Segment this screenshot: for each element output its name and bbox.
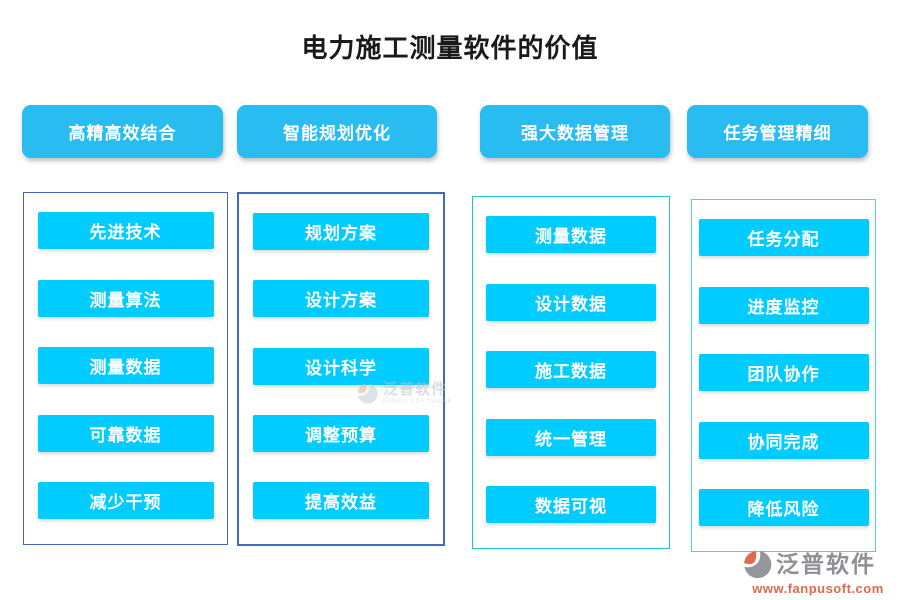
item-bar: 先进技术 (37, 212, 214, 249)
footer-website-link[interactable]: www.fanpusoft.com (752, 581, 884, 596)
column-header-task: 任务管理精细 (687, 105, 868, 158)
watermark-text: 泛普软件 FANPU SOFTWARE (383, 382, 452, 405)
watermark-subtitle: FANPU SOFTWARE (383, 399, 453, 405)
item-bar: 降低风险 (698, 489, 869, 526)
column-header-data: 强大数据管理 (480, 105, 670, 158)
item-bar: 测量数据 (486, 216, 656, 253)
item-bar: 进度监控 (698, 286, 869, 324)
column-box-task: 任务分配 进度监控 团队协作 协同完成 降低风险 (691, 199, 876, 552)
item-bar: 测量数据 (37, 347, 214, 384)
item-bar: 设计数据 (486, 283, 656, 321)
page-title: 电力施工测量软件的价值 (301, 33, 599, 63)
item-bar: 减少干预 (37, 482, 214, 519)
item-bar: 设计方案 (253, 280, 429, 318)
fanpu-logo-icon (744, 551, 772, 579)
item-bar: 规划方案 (253, 213, 429, 250)
column-box-precision: 先进技术 测量算法 测量数据 可靠数据 减少干预 (23, 192, 228, 545)
item-bar: 设计科学 (253, 347, 429, 385)
item-bar: 提高效益 (253, 482, 429, 519)
watermark-logo: 泛普软件 FANPU SOFTWARE (356, 382, 452, 405)
column-header-precision: 高精高效结合 (22, 105, 223, 158)
item-bar: 调整预算 (253, 414, 429, 452)
item-bar: 任务分配 (698, 219, 869, 256)
footer-brand-name: 泛普软件 (776, 550, 876, 577)
item-bar: 施工数据 (486, 351, 656, 388)
item-bar: 统一管理 (486, 418, 656, 456)
item-bar: 可靠数据 (37, 414, 214, 452)
item-bar: 数据可视 (486, 486, 656, 523)
watermark-name: 泛普软件 (383, 381, 448, 398)
item-bar: 测量算法 (37, 279, 214, 317)
column-box-data: 测量数据 设计数据 施工数据 统一管理 数据可视 (472, 196, 670, 549)
column-box-planning: 规划方案 设计方案 设计科学 调整预算 提高效益 (237, 192, 445, 546)
item-bar: 协同完成 (698, 421, 869, 459)
column-header-planning: 智能规划优化 (237, 105, 437, 158)
fanpu-logo-icon (357, 383, 378, 404)
item-bar: 团队协作 (698, 354, 869, 391)
footer-brand: 泛普软件 www.fanpusoft.com (742, 549, 894, 596)
